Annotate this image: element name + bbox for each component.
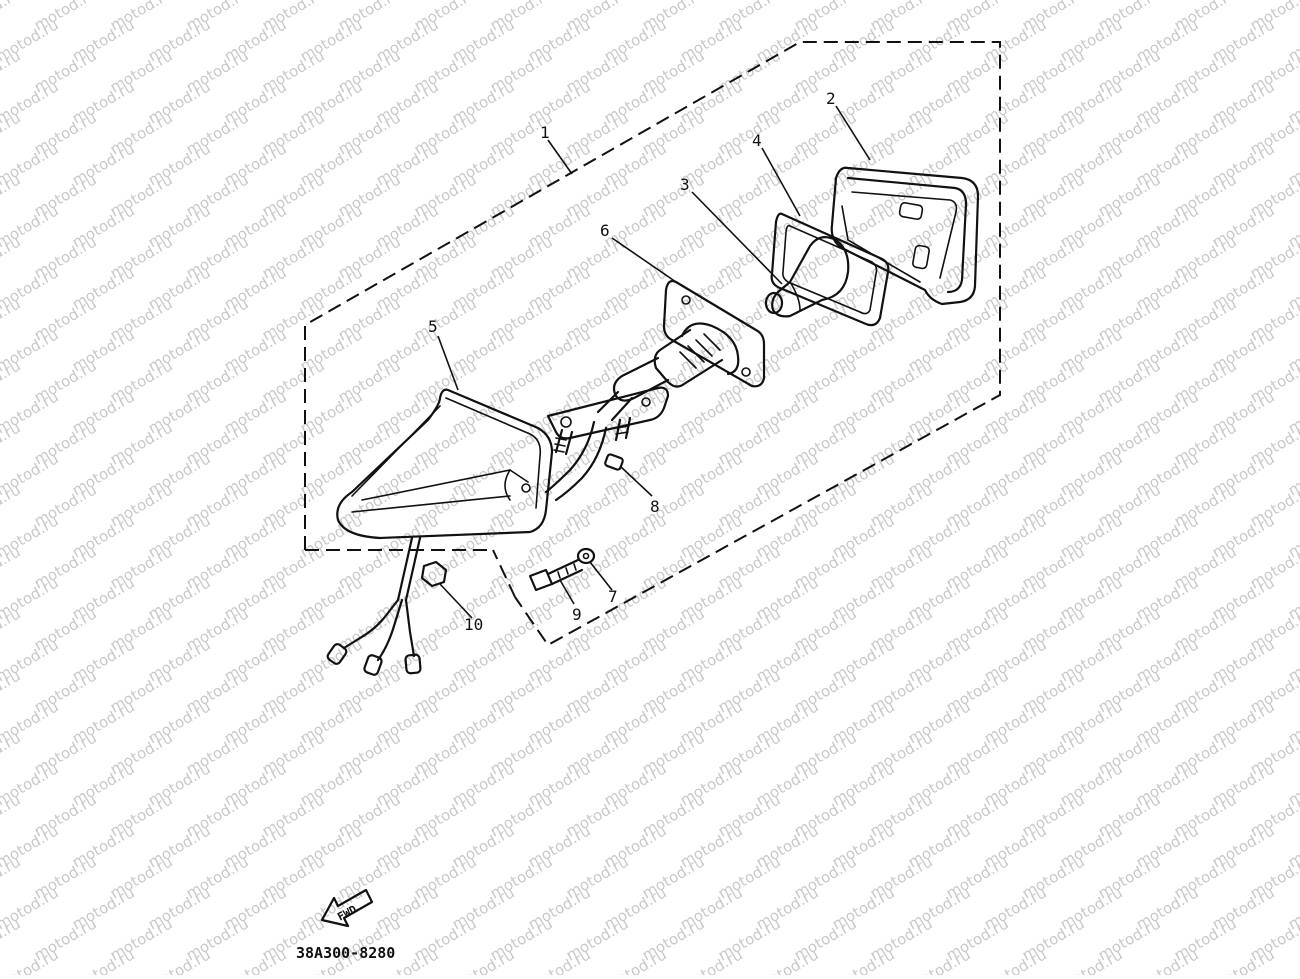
watermark-text: motod.ru	[677, 945, 746, 975]
watermark-text: motod.ru	[905, 945, 974, 975]
callout-labels: 1 2 3 4 5 6 7 8 9 10	[428, 89, 836, 634]
watermark-text: motod.ru	[525, 945, 594, 975]
watermark-text: motod.ru	[1057, 945, 1126, 975]
watermark-text: motod.ru	[221, 945, 290, 975]
callout-6: 6	[600, 221, 610, 240]
lens-part	[830, 166, 980, 306]
watermark-text: motod.ru	[69, 945, 138, 975]
watermark-text: motod.ru	[829, 945, 898, 975]
diagram-code: 38A300-8280	[296, 944, 396, 962]
watermark-text: motod.ru	[1285, 945, 1300, 975]
callout-4: 4	[752, 131, 762, 150]
washer-part	[576, 547, 596, 565]
watermark-text: motod.ru	[981, 945, 1050, 975]
bulb-part	[764, 235, 850, 318]
wire-harness	[326, 536, 422, 676]
watermark-text: motod.ru	[1285, 0, 1300, 3]
watermark-text: motod.ru	[753, 945, 822, 975]
callout-5: 5	[428, 317, 438, 336]
watermark-text: motod.ru	[0, 0, 24, 34]
watermark-text: motod.ru	[1133, 945, 1202, 975]
watermark-text: motod.ru	[1209, 945, 1278, 975]
assembly-boundary	[304, 41, 1001, 647]
callout-9: 9	[572, 605, 582, 624]
leader-lines	[437, 105, 871, 619]
watermark-text: motod.ru	[449, 945, 518, 975]
mount-bracket	[544, 386, 670, 502]
watermark-text: motod.ru	[145, 945, 214, 975]
socket-part	[596, 279, 766, 422]
body-housing-part	[336, 388, 554, 540]
callout-8: 8	[650, 497, 660, 516]
gasket-part	[770, 212, 890, 327]
callout-2: 2	[826, 89, 836, 108]
bolt-part	[528, 558, 584, 592]
callout-7: 7	[608, 587, 618, 606]
callout-3: 3	[680, 175, 690, 194]
callout-10: 10	[464, 615, 483, 634]
watermark-text: motod.ru	[601, 945, 670, 975]
nut-part	[420, 560, 448, 588]
callout-1: 1	[540, 123, 550, 142]
